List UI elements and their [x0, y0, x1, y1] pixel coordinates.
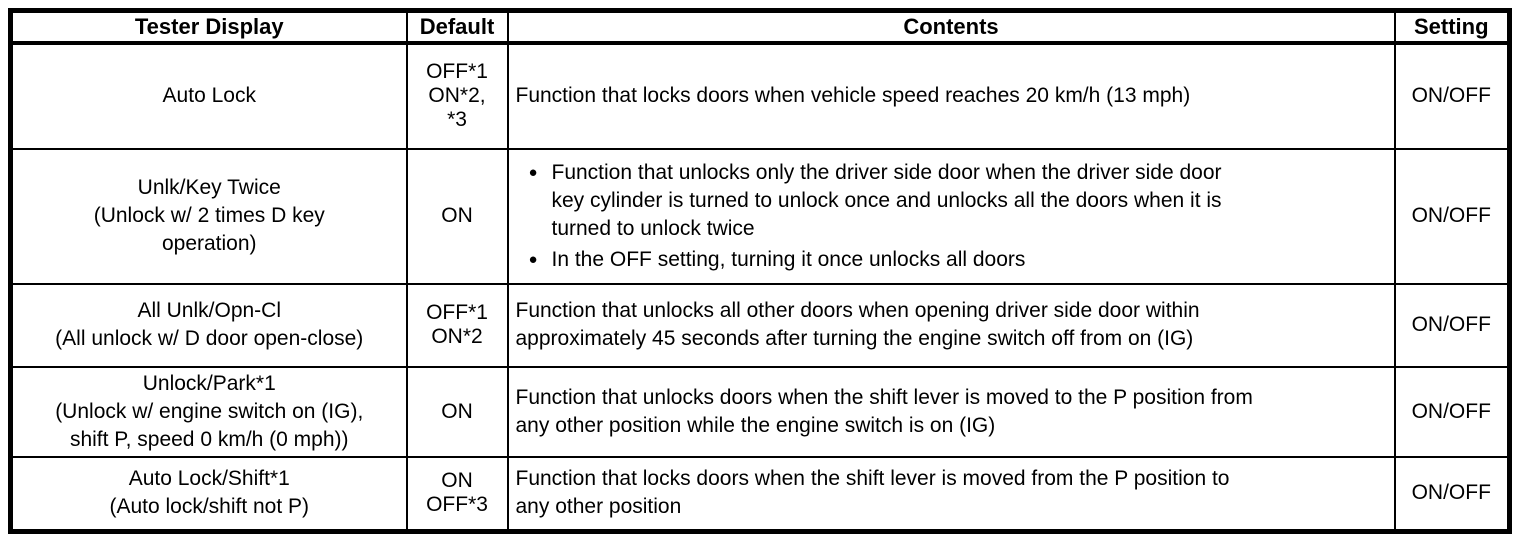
default-cell: OFF*1 ON*2 [405, 282, 509, 368]
bullet-line: Function that unlocks only the driver si… [551, 160, 1222, 184]
default-line: ON [441, 469, 473, 493]
setting-value: ON/OFF [1411, 399, 1491, 423]
setting-cell: ON/OFF [1393, 147, 1511, 285]
setting-cell: ON/OFF [1393, 282, 1511, 368]
table-row-auto-lock: Auto Lock OFF*1 ON*2, *3 Function that l… [9, 41, 1511, 150]
contents-line: Function that unlocks all other doors wh… [515, 299, 1200, 322]
tester-display-sub: (Auto lock/shift not P) [109, 495, 310, 519]
contents-cell: Function that locks doors when vehicle s… [506, 41, 1396, 150]
tester-display-name: All Unlk/Opn-Cl [137, 299, 282, 322]
bullet-item: ● In the OFF setting, turning it once un… [516, 246, 1388, 274]
tester-display-cell: Unlock/Park*1 (Unlock w/ engine switch o… [9, 365, 408, 458]
contents-line: any other position while the engine swit… [515, 413, 996, 437]
default-cell: ON [405, 365, 509, 458]
default-line: ON [441, 204, 473, 227]
contents-cell: Function that locks doors when the shift… [506, 455, 1396, 533]
contents-line: Function that locks doors when the shift… [515, 467, 1230, 491]
tester-display-cell: Auto Lock/Shift*1 (Auto lock/shift not P… [9, 455, 408, 533]
setting-value: ON/OFF [1411, 84, 1491, 107]
table-row-unlock-park: Unlock/Park*1 (Unlock w/ engine switch o… [9, 365, 1511, 458]
setting-value: ON/OFF [1411, 481, 1491, 505]
bullet-line: turned to unlock twice [551, 216, 755, 240]
setting-value: ON/OFF [1411, 313, 1491, 336]
tester-display-sub: (All unlock w/ D door open-close) [55, 327, 364, 350]
tester-display-name: Auto Lock/Shift*1 [128, 467, 290, 491]
contents-cell: Function that unlocks all other doors wh… [506, 282, 1396, 368]
default-line: ON*2 [431, 325, 483, 348]
default-line: OFF*3 [426, 493, 488, 517]
setting-cell: ON/OFF [1393, 41, 1511, 150]
default-cell: OFF*1 ON*2, *3 [405, 41, 509, 150]
default-line: ON*2, [428, 84, 486, 107]
bullet-item: ● Function that unlocks only the driver … [516, 159, 1388, 243]
table-row-auto-lock-shift: Auto Lock/Shift*1 (Auto lock/shift not P… [9, 455, 1511, 533]
default-line: ON [441, 399, 473, 423]
table-row-unlk-key-twice: Unlk/Key Twice (Unlock w/ 2 times D key … [9, 147, 1511, 285]
bullet-line: key cylinder is turned to unlock once an… [551, 188, 1222, 212]
bullet-icon: ● [528, 250, 538, 268]
contents-line: approximately 45 seconds after turning t… [515, 327, 1194, 350]
bullet-text: In the OFF setting, turning it once unlo… [552, 246, 1388, 274]
contents-cell: ● Function that unlocks only the driver … [506, 147, 1396, 285]
tester-display-cell: All Unlk/Opn-Cl (All unlock w/ D door op… [9, 282, 408, 368]
contents-line: any other position [515, 495, 682, 519]
header-default: Default [405, 9, 509, 45]
tester-display-sub: (Unlock w/ 2 times D key [93, 204, 325, 227]
header-contents: Contents [506, 9, 1396, 45]
bullet-list: ● Function that unlocks only the driver … [516, 159, 1388, 274]
tester-display-name: Unlock/Park*1 [142, 371, 276, 395]
setting-cell: ON/OFF [1393, 365, 1511, 458]
setting-value: ON/OFF [1411, 204, 1491, 227]
tester-display-cell: Unlk/Key Twice (Unlock w/ 2 times D key … [9, 147, 408, 285]
contents-line: Function that locks doors when vehicle s… [515, 84, 1191, 107]
header-setting: Setting [1393, 9, 1511, 45]
contents-line: Function that unlocks doors when the shi… [515, 385, 1253, 409]
tester-display-name: Auto Lock [162, 84, 256, 107]
default-line: OFF*1 [426, 301, 488, 324]
default-cell: ON [405, 147, 509, 285]
tester-display-name: Unlk/Key Twice [137, 176, 281, 199]
default-line: OFF*1 [426, 60, 488, 83]
tester-display-cell: Auto Lock [9, 41, 408, 150]
tester-display-sub: (Unlock w/ engine switch on (IG), [55, 399, 364, 423]
default-line: *3 [447, 108, 467, 131]
contents-cell: Function that unlocks doors when the shi… [506, 365, 1396, 458]
tester-settings-table: Tester Display Default Contents Setting … [8, 8, 1512, 534]
table-header-row: Tester Display Default Contents Setting [9, 9, 1511, 45]
bullet-line: In the OFF setting, turning it once unlo… [551, 247, 1026, 271]
bullet-text: Function that unlocks only the driver si… [552, 159, 1388, 243]
default-cell: ON OFF*3 [405, 455, 509, 533]
bullet-icon: ● [528, 163, 538, 181]
tester-display-sub: shift P, speed 0 km/h (0 mph)) [69, 427, 349, 451]
tester-display-sub: operation) [161, 232, 257, 255]
setting-cell: ON/OFF [1393, 455, 1511, 533]
header-tester-display: Tester Display [9, 9, 408, 45]
table-row-all-unlk-opn-cl: All Unlk/Opn-Cl (All unlock w/ D door op… [9, 282, 1511, 368]
